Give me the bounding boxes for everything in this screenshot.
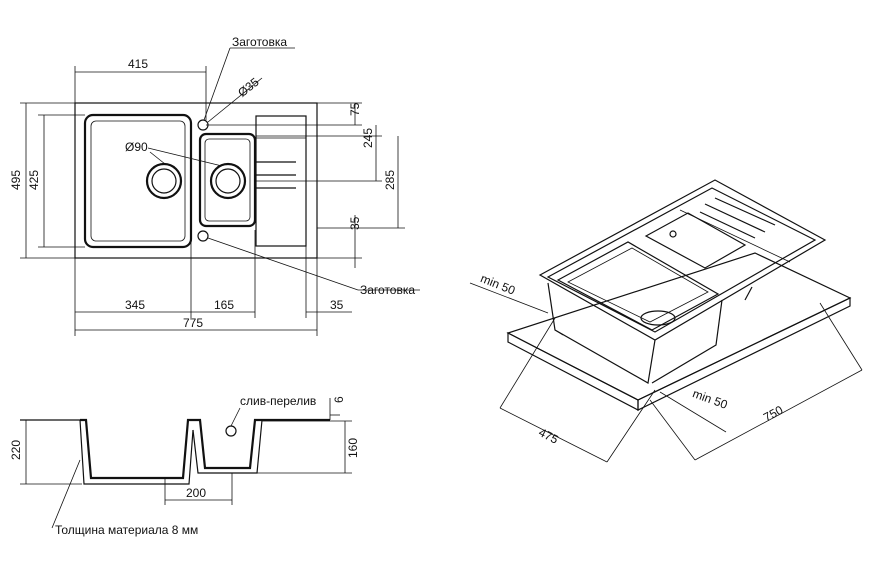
big-drain	[145, 162, 183, 200]
section-profile	[80, 418, 330, 480]
label-blank-bottom: Заготовка	[360, 283, 415, 297]
label-blank-top: Заготовка	[232, 35, 287, 49]
dim-160: 160	[346, 438, 360, 458]
dim-min-50-right: min 50	[691, 386, 730, 412]
iso-small-bowl	[644, 212, 747, 269]
label-overflow: слив-перелив	[240, 394, 316, 408]
label-hole-90: Ø90	[125, 140, 148, 154]
dim-775: 775	[183, 316, 203, 330]
label-hole-35: Ø35	[235, 75, 262, 100]
big-bowl	[83, 113, 193, 249]
sink-rim	[538, 179, 827, 341]
dim-75: 75	[348, 102, 362, 116]
dim-245: 245	[361, 128, 375, 148]
dim-6: 6	[332, 396, 346, 403]
plan-view: 415 Заготовка Ø35 Ø90 495 425 75 245 285	[9, 35, 420, 336]
iso-view: 475 750 min 50 min 50	[469, 179, 863, 463]
dim-165: 165	[214, 298, 234, 312]
dim-220: 220	[9, 440, 23, 460]
dim-345: 345	[125, 298, 145, 312]
dim-475: 475	[536, 425, 560, 447]
dim-285: 285	[383, 170, 397, 190]
label-material-thickness: Толщина материала 8 мм	[55, 523, 198, 537]
sink-outline	[74, 102, 318, 259]
overflow-hole	[225, 425, 237, 437]
dim-415: 415	[128, 57, 148, 71]
small-bowl	[198, 132, 257, 228]
blank-hole-bottom	[197, 230, 209, 242]
dim-750: 750	[761, 403, 786, 425]
dim-425: 425	[27, 170, 41, 190]
iso-big-bowl	[556, 241, 720, 331]
dim-35-right: 35	[348, 216, 362, 230]
dim-495: 495	[9, 170, 23, 190]
dim-35-bottom: 35	[330, 298, 344, 312]
dim-200: 200	[186, 486, 206, 500]
section-view: слив-перелив 220 160 6 200 Толщина матер…	[9, 394, 360, 537]
small-drain	[209, 162, 247, 200]
